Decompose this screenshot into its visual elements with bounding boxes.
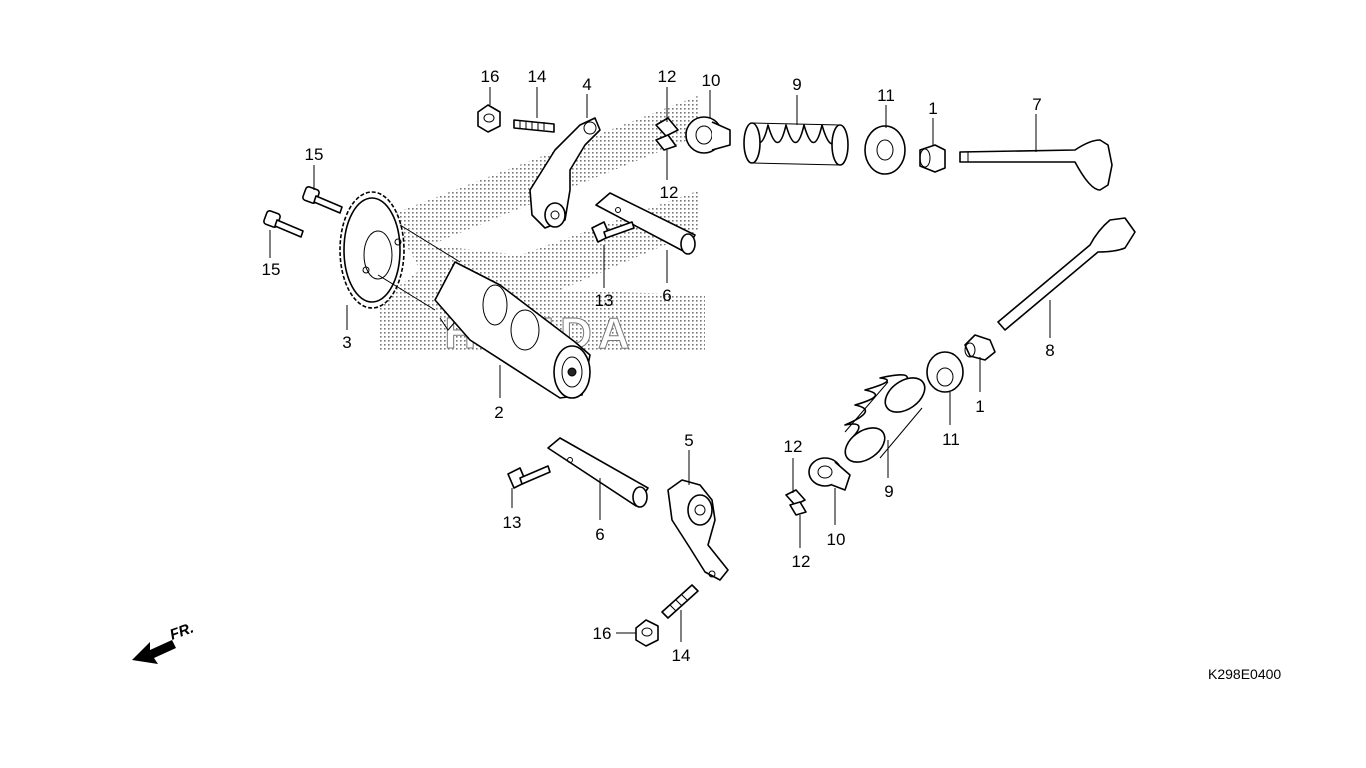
valve-adjuster-lower-part — [964, 334, 996, 361]
callout-1: 1 — [975, 397, 984, 416]
callout-11: 11 — [877, 86, 895, 105]
valve-spring-lower-part — [844, 374, 926, 463]
callout-1: 1 — [928, 99, 937, 118]
spring-retainer-upper-part — [864, 125, 906, 175]
bolt-13-lower-part — [507, 465, 551, 489]
callout-6: 6 — [595, 525, 604, 544]
front-direction-indicator: FR. — [132, 620, 196, 664]
callout-13: 13 — [503, 513, 522, 532]
valve-7-part — [959, 139, 1113, 191]
callout-9: 9 — [884, 482, 893, 501]
callout-12: 12 — [658, 67, 677, 86]
bolt-15-lower-part — [263, 210, 304, 238]
callout-12: 12 — [660, 183, 679, 202]
callout-13: 13 — [595, 291, 614, 310]
stem-seal-upper-part — [685, 116, 731, 154]
callout-6: 6 — [662, 286, 671, 305]
camshaft-part — [434, 261, 591, 399]
rocker-shaft-lower-part — [547, 437, 649, 508]
callout-10: 10 — [702, 71, 721, 90]
callout-7: 7 — [1032, 95, 1041, 114]
callout-labels: 16 14 4 12 10 9 11 1 7 15 15 12 13 6 3 2… — [262, 67, 1055, 665]
rocker-shaft-upper-part — [595, 192, 696, 255]
rocker-arm-upper-part — [529, 117, 601, 229]
direction-label: FR. — [168, 620, 197, 644]
rocker-arm-lower-part — [667, 479, 729, 581]
valve-cotter-lower-part — [785, 489, 807, 516]
nut-16-upper-part — [477, 104, 501, 133]
diagram-code: K298E0400 — [1208, 666, 1281, 682]
callout-4: 4 — [582, 75, 591, 94]
valve-8-part — [997, 217, 1136, 331]
cam-sprocket-part — [339, 191, 461, 311]
stud-14-upper-part — [513, 119, 555, 133]
callout-12: 12 — [792, 552, 811, 571]
callout-3: 3 — [342, 333, 351, 352]
callout-15: 15 — [262, 260, 281, 279]
stem-seal-lower-part — [808, 457, 851, 491]
callout-15: 15 — [305, 145, 324, 164]
callout-16: 16 — [593, 624, 612, 643]
callout-14: 14 — [528, 67, 547, 86]
arrow-left-icon — [132, 640, 176, 664]
callout-9: 9 — [792, 75, 801, 94]
valve-cotter-upper-part — [655, 117, 679, 151]
callout-8: 8 — [1045, 341, 1054, 360]
callout-11: 11 — [942, 430, 960, 449]
callout-12: 12 — [784, 437, 803, 456]
nut-16-lower-part — [635, 619, 659, 647]
callout-16: 16 — [481, 67, 500, 86]
callout-14: 14 — [672, 646, 691, 665]
valve-spring-upper-part — [743, 122, 849, 166]
bolt-15-upper-part — [302, 186, 343, 214]
bolt-13-upper-part — [591, 221, 635, 243]
callout-10: 10 — [827, 530, 846, 549]
leader-lines — [269, 87, 1051, 642]
callout-2: 2 — [494, 403, 503, 422]
callout-5: 5 — [684, 431, 693, 450]
valve-adjuster-upper-part — [919, 144, 946, 173]
stud-14-lower-part — [661, 584, 699, 619]
spring-retainer-lower-part — [926, 351, 964, 393]
